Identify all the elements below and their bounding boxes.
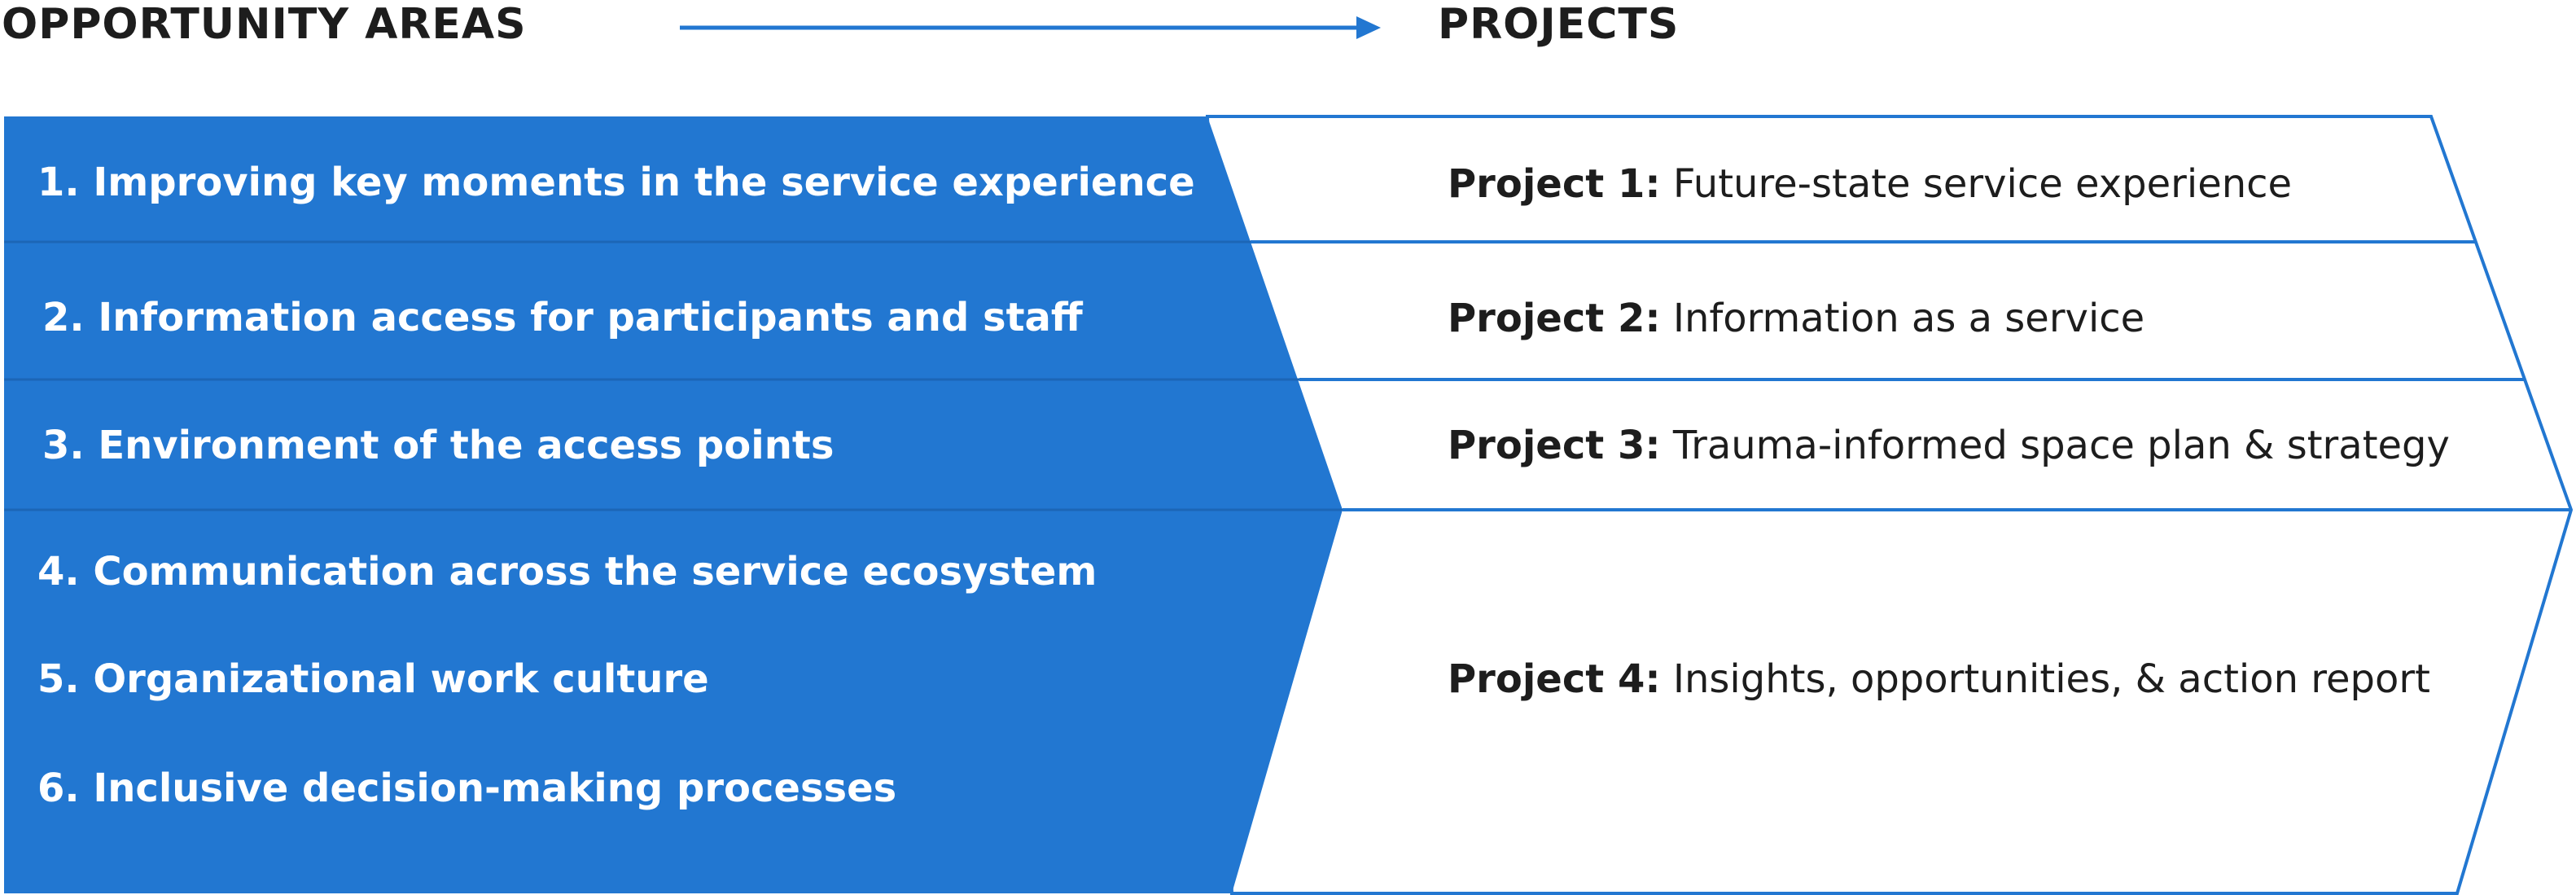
project-4-title: Insights, opportunities, & action report bbox=[1672, 656, 2430, 702]
project-1: Project 1: Future-state service experien… bbox=[1448, 161, 2292, 207]
opportunity-area-4: 4. Communication across the service ecos… bbox=[37, 549, 1097, 594]
project-3: Project 3: Trauma-informed space plan & … bbox=[1448, 423, 2450, 468]
projects-chevron bbox=[1205, 115, 2574, 895]
project-3-title: Trauma-informed space plan & strategy bbox=[1672, 423, 2450, 468]
projects-heading: PROJECTS bbox=[1438, 0, 1680, 49]
opportunity-area-5: 5. Organizational work culture bbox=[37, 656, 709, 702]
project-3-label: Project 3: bbox=[1448, 423, 1661, 468]
opportunity-area-3: 3. Environment of the access points bbox=[42, 423, 835, 468]
opportunity-area-2: 2. Information access for participants a… bbox=[42, 295, 1083, 340]
project-2-label: Project 2: bbox=[1448, 296, 1661, 341]
opportunity-area-6: 6. Inclusive decision-making processes bbox=[37, 766, 897, 811]
opportunity-areas-block bbox=[4, 116, 1343, 893]
project-2-title: Information as a service bbox=[1672, 296, 2145, 341]
opportunity-area-1: 1. Improving key moments in the service … bbox=[37, 160, 1195, 205]
project-2: Project 2: Information as a service bbox=[1448, 296, 2144, 341]
opportunity-areas-heading: OPPORTUNITY AREAS bbox=[2, 0, 527, 49]
project-1-title: Future-state service experience bbox=[1672, 161, 2293, 207]
arrow-right-icon bbox=[680, 16, 1381, 39]
project-4: Project 4: Insights, opportunities, & ac… bbox=[1448, 656, 2430, 702]
project-1-label: Project 1: bbox=[1448, 161, 1661, 207]
project-4-label: Project 4: bbox=[1448, 656, 1661, 702]
